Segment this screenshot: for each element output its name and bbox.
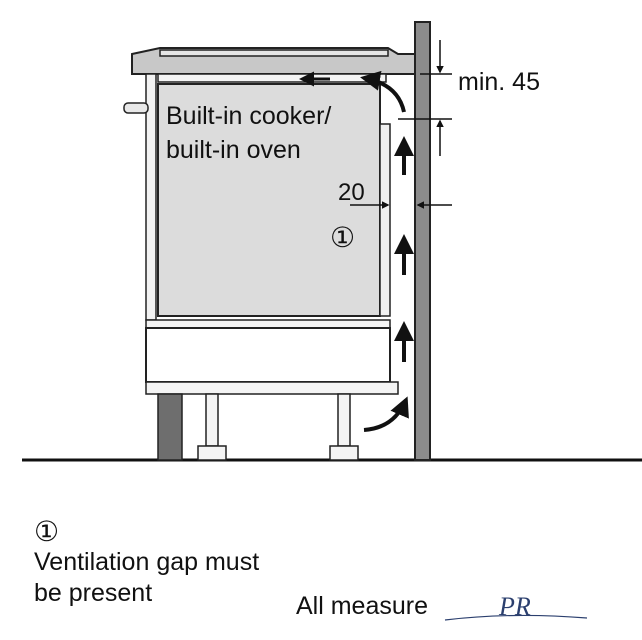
control-knob: [123, 102, 149, 114]
foot-left-base: [197, 445, 227, 461]
foot-right: [337, 393, 351, 447]
appliance-label-line1: Built-in cooker/: [166, 102, 331, 130]
gap-value-label: 20: [338, 179, 365, 206]
foot-left: [205, 393, 219, 447]
legend-marker: ①: [34, 516, 60, 547]
logo-swoosh: [444, 614, 588, 621]
gap-marker: ①: [330, 222, 355, 253]
hob: [159, 49, 389, 57]
top-rail: [157, 73, 387, 83]
logo: PR: [444, 592, 588, 621]
airflow-arrow-bottom: [363, 396, 409, 432]
legend-line1: Ventilation gap must: [34, 548, 260, 576]
dimension-min-45: [398, 40, 452, 156]
drawer-body: [145, 327, 391, 383]
plinth: [157, 393, 183, 461]
wall: [414, 21, 431, 461]
logo-lettering: PR: [498, 592, 531, 621]
appliance-front-strip: [379, 123, 391, 317]
legend-line2: be present: [34, 579, 153, 607]
airflow-arrow-top: [360, 70, 406, 113]
logo-overlay: [441, 588, 591, 628]
footer-text: All measure: [296, 592, 428, 620]
appliance-body: [157, 83, 381, 317]
min-distance-label: min. 45: [458, 68, 540, 96]
foot-right-base: [329, 445, 359, 461]
legend: ① Ventilation gap must be present: [34, 516, 259, 609]
drawer-bottom: [145, 381, 399, 395]
appliance-label-line2: built-in oven: [166, 136, 301, 164]
drawer: [145, 319, 391, 329]
